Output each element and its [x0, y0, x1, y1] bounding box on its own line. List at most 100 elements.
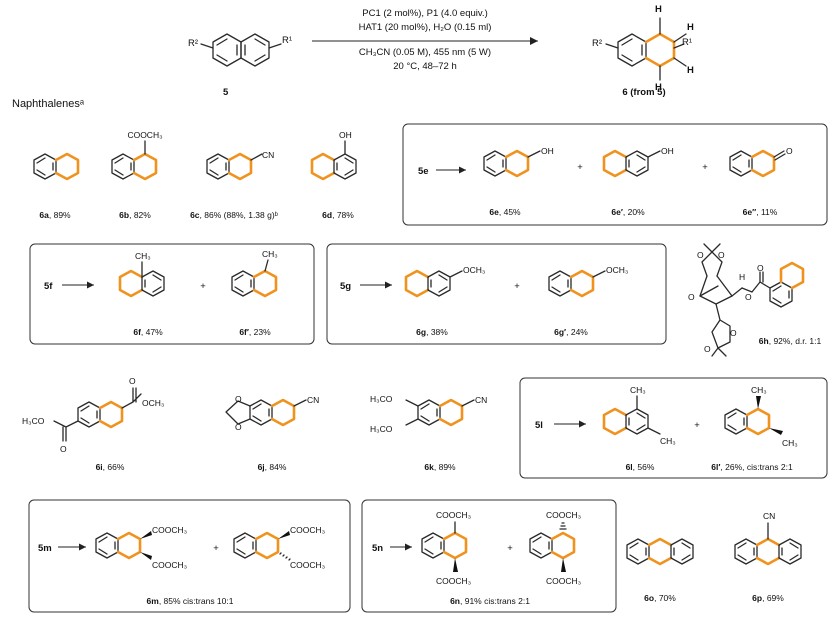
o-6h-6: O — [730, 328, 737, 338]
substrate-label: 5 — [223, 87, 229, 98]
structure-6p — [734, 522, 802, 566]
arrow-head-5l — [579, 420, 586, 428]
h-atom-right-bottom: H — [687, 65, 694, 76]
label-6e-prime: 6e′, 20% — [611, 207, 645, 217]
cn-6p: CN — [763, 511, 775, 521]
label-6i: 6i, 66% — [96, 462, 125, 472]
h3co-6i: H₃CO — [22, 416, 45, 426]
structure-6g — [404, 269, 463, 298]
h3co-6k-1: H₃CO — [370, 394, 393, 404]
h3co-6k-2: H₃CO — [370, 424, 393, 434]
product-label: 6 (from 5) — [622, 87, 665, 98]
r1-label: R¹ — [282, 35, 292, 46]
group-box-5g — [326, 243, 667, 345]
label-6l-prime: 6l′, 26%, cis:trans 2:1 — [711, 462, 793, 472]
conditions-line-1: CH₃CN (0.05 M), 455 nm (5 W) — [359, 47, 491, 58]
cooch3-6m-2: COOCH₃ — [152, 560, 187, 570]
cooch3-6n-1: COOCH₃ — [436, 510, 471, 520]
group-box-5l — [519, 377, 828, 479]
structure-6d — [310, 140, 357, 181]
product-tetralin — [605, 17, 687, 81]
ch3-6f: CH₃ — [135, 251, 151, 261]
group-5e: 5e — [418, 166, 429, 177]
arrow-head-5g — [385, 281, 392, 289]
group-5n: 5n — [372, 543, 383, 554]
plus-5e-2: + — [702, 162, 708, 173]
o-6h-2: O — [718, 250, 725, 260]
h-atom-bottom: H — [655, 82, 662, 93]
label-6e-double-prime: 6e″, 11% — [743, 207, 778, 217]
cooch3-6m-3: COOCH₃ — [290, 525, 325, 535]
label-6e: 6e, 45% — [489, 207, 521, 217]
plus-5m: + — [213, 543, 219, 554]
label-6c: 6c, 86% (88%, 1.38 g)ᵇ — [190, 210, 278, 220]
ch3-6l-1: CH₃ — [630, 385, 646, 395]
structure-6j — [225, 398, 307, 427]
structure-6f-prime — [231, 259, 278, 298]
label-6f-prime: 6f′, 23% — [239, 327, 271, 337]
o-6e-double-prime: O — [786, 146, 793, 156]
product-r2-label: R² — [592, 38, 602, 49]
structure-6g-prime — [548, 269, 606, 298]
plus-5n: + — [507, 543, 513, 554]
ch3-6f-prime: CH₃ — [262, 249, 278, 259]
cooch3-6m-1: COOCH₃ — [152, 525, 187, 535]
structure-6b — [111, 140, 158, 181]
product-r1-label: R¹ — [682, 37, 692, 48]
label-6m: 6m, 85% cis:trans 10:1 — [147, 596, 234, 606]
o-6j-1: O — [235, 394, 242, 404]
o-6i-1: O — [129, 376, 136, 386]
group-5f: 5f — [44, 281, 53, 292]
cooch3-6n-4: COOCH₃ — [546, 576, 581, 586]
cooch3-6m-4: COOCH₃ — [290, 560, 325, 570]
o-6h-3: O — [688, 292, 695, 302]
reagents-line-2: HAT1 (20 mol%), H₂O (0.15 ml) — [359, 22, 492, 33]
structure-6n-cis — [529, 522, 576, 572]
h-atom-right-top: H — [687, 22, 694, 33]
group-5g: 5g — [340, 281, 351, 292]
o-6h-4: O — [745, 292, 752, 302]
ch3-6l-prime-2: CH₃ — [782, 438, 798, 448]
structure-6i — [53, 387, 142, 442]
cn-6k: CN — [475, 395, 487, 405]
structure-6o — [626, 537, 694, 566]
cooch3-6n-3: COOCH₃ — [546, 510, 581, 520]
och3-6g-prime: OCH₃ — [606, 265, 628, 275]
group-box-5n — [361, 499, 617, 613]
section-title: Naphthalenesᵃ — [12, 98, 85, 110]
label-6l: 6l, 56% — [626, 462, 655, 472]
cn-6j: CN — [307, 395, 319, 405]
o-6i-2: O — [60, 444, 67, 454]
cn-6c: CN — [262, 150, 274, 160]
structure-6c — [206, 152, 263, 181]
structure-6l — [602, 395, 661, 436]
structure-6n — [421, 521, 468, 572]
label-6k: 6k, 89% — [424, 462, 456, 472]
group-box-5f — [29, 243, 315, 345]
group-5m: 5m — [38, 543, 52, 554]
o-6j-2: O — [235, 422, 242, 432]
label-6j: 6j, 84% — [258, 462, 287, 472]
oh-6d: OH — [339, 130, 352, 140]
group-box-5m — [28, 499, 351, 613]
plus-5l: + — [694, 420, 700, 431]
o-6h-5: O — [757, 263, 764, 273]
arrow-head-5n — [405, 543, 412, 551]
structure-6k — [405, 398, 475, 427]
structure-6a — [33, 152, 80, 181]
group-5l: 5l — [535, 420, 543, 431]
conditions-line-2: 20 °C, 48–72 h — [393, 61, 457, 72]
label-6b: 6b, 82% — [119, 210, 151, 220]
label-6g-prime: 6g′, 24% — [554, 327, 588, 337]
structure-6h — [699, 243, 805, 357]
o-6h-7: O — [704, 344, 711, 354]
cooch3-6n-2: COOCH₃ — [436, 576, 471, 586]
o-6h-1: O — [697, 250, 704, 260]
arrow-head-5m — [79, 543, 86, 551]
label-6p: 6p, 69% — [752, 593, 784, 603]
label-6n: 6n, 91% cis:trans 2:1 — [450, 596, 530, 606]
structure-6e-prime — [602, 149, 661, 178]
label-6a: 6a, 89% — [39, 210, 71, 220]
och3-6i: OCH₃ — [142, 398, 164, 408]
